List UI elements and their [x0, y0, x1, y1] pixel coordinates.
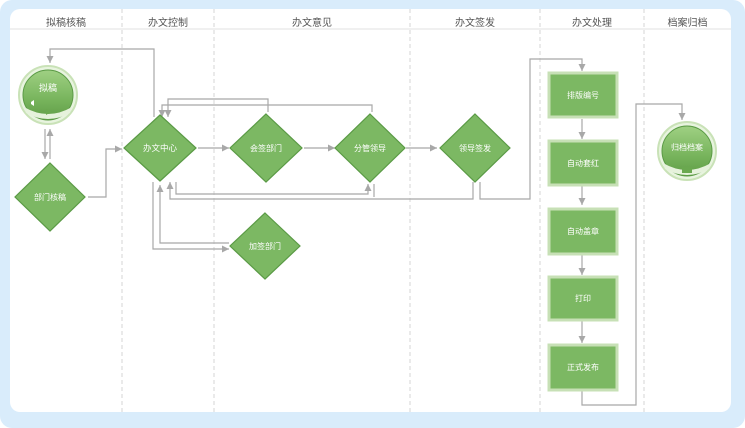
flowchart: 拟稿 部门核稿 办文中心 会签部门 分管领导	[10, 9, 731, 412]
node-publish-label: 正式发布	[567, 362, 599, 372]
node-auto-redhead-label: 自动套红	[567, 158, 599, 168]
node-supervising-leader[interactable]: 分管领导	[334, 113, 406, 183]
diagram-panel: 拟稿核稿 办文控制 办文意见 办文签发 办文处理 档案归档	[10, 9, 731, 412]
speaker-icon	[31, 100, 34, 106]
node-dept-review-label: 部门核稿	[34, 192, 66, 202]
node-print[interactable]: 打印	[547, 275, 619, 322]
edge-publish-to-archive	[581, 103, 686, 406]
lane-title-5: 办文处理	[572, 18, 612, 29]
node-dept-review[interactable]: 部门核稿	[14, 162, 86, 232]
stop-icon	[682, 167, 692, 173]
rect-shape	[547, 275, 619, 322]
edge-sign-to-typeset	[479, 58, 586, 200]
edge-countersign-back	[164, 98, 269, 117]
node-typeset[interactable]: 排版编号	[547, 71, 619, 119]
start-circle-base	[24, 107, 72, 119]
archive-circle	[661, 125, 713, 177]
lane-title-6: 档案归档	[667, 18, 708, 29]
node-typeset-label: 排版编号	[567, 90, 599, 100]
diamond-shape	[14, 162, 86, 232]
lane-title-2: 办文控制	[148, 18, 188, 29]
edge-center-to-start	[46, 48, 155, 117]
node-leader-sign[interactable]: 领导签发	[439, 113, 511, 183]
node-auto-redhead[interactable]: 自动套红	[547, 139, 619, 187]
node-office-center-label: 办文中心	[143, 143, 178, 154]
rect-shape	[547, 343, 619, 392]
edge-sign-back-to-center	[166, 182, 474, 200]
node-supervising-leader-label: 分管领导	[354, 143, 386, 153]
node-countersign[interactable]: 会签部门	[229, 113, 303, 183]
edges	[41, 48, 686, 406]
lane-title-4: 办文签发	[455, 18, 495, 29]
diamond-shape	[123, 114, 197, 182]
node-archive-label: 归档档案	[671, 142, 703, 152]
node-auto-seal[interactable]: 自动盖章	[547, 207, 619, 256]
node-start-label: 拟稿	[39, 82, 57, 94]
node-office-center[interactable]: 办文中心	[123, 114, 197, 182]
lane-title-3: 办文意见	[292, 18, 332, 29]
diamond-shape	[439, 113, 511, 183]
node-start[interactable]: 拟稿	[18, 65, 78, 125]
node-print-label: 打印	[575, 293, 591, 303]
node-auto-seal-label: 自动盖章	[567, 226, 599, 236]
edge-leader-back	[158, 104, 373, 117]
node-archive[interactable]: 归档档案	[657, 121, 717, 181]
diamond-shape	[229, 212, 301, 280]
edge-addsign-to-center	[156, 185, 229, 244]
node-add-sign[interactable]: 加签部门	[229, 212, 301, 280]
lane-title-1: 拟稿核稿	[46, 18, 86, 29]
edge-center-to-leader-lower	[175, 182, 372, 195]
edge-center-to-addsign	[152, 182, 229, 253]
diamond-shape	[334, 113, 406, 183]
play-icon	[46, 109, 51, 115]
edge-review-to-center	[88, 145, 122, 198]
diamond-shape	[229, 113, 303, 183]
archive-circle-base	[663, 163, 711, 175]
rect-shape	[547, 71, 619, 119]
node-add-sign-label: 加签部门	[249, 241, 281, 251]
start-circle	[22, 69, 74, 121]
rect-shape	[547, 207, 619, 256]
node-publish[interactable]: 正式发布	[547, 343, 619, 392]
rect-shape	[547, 139, 619, 187]
node-leader-sign-label: 领导签发	[459, 143, 491, 153]
node-countersign-label: 会签部门	[250, 143, 282, 153]
